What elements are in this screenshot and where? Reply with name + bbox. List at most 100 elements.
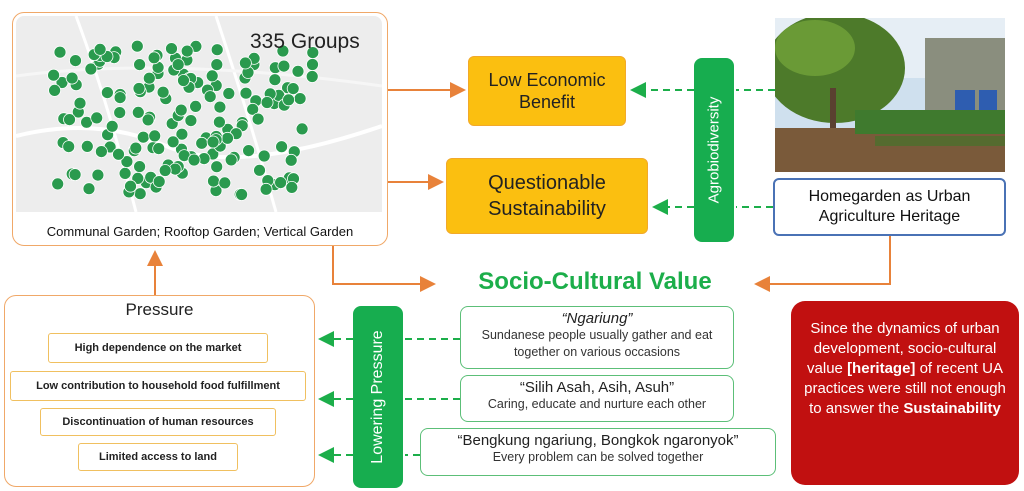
map-marker-icon — [210, 43, 224, 57]
map-marker-icon — [53, 45, 67, 59]
value-description: Caring, educate and nurture each other — [487, 397, 707, 411]
map-marker-icon — [259, 182, 273, 196]
map-marker-icon — [165, 42, 178, 55]
map-marker-icon — [276, 44, 290, 58]
pressure-item: Discontinuation of human resources — [40, 408, 276, 436]
map-marker-icon — [68, 168, 82, 182]
map-marker-icon — [152, 142, 166, 156]
map-marker-icon — [47, 68, 60, 82]
questionable-sustainability-box: Questionable Sustainability — [446, 158, 648, 234]
homegarden-photo — [775, 18, 1005, 172]
map-marker-icon — [221, 131, 234, 145]
map-marker-icon — [133, 187, 147, 201]
map-marker-icon — [184, 114, 198, 127]
conclusion-emphasis: Sustainability — [903, 400, 1001, 417]
map-marker-icon — [177, 74, 190, 87]
value-box-bengkung: “Bengkung ngariung, Bongkok ngaronyok” E… — [420, 428, 776, 476]
socio-cultural-value-title: Socio-Cultural Value — [478, 268, 712, 295]
agrobiodiversity-pill: Agrobiodiversity — [694, 58, 734, 242]
map-marker-icon — [224, 153, 238, 167]
map-marker-icon — [112, 147, 125, 161]
value-box-silih-asah: “Silih Asah, Asih, Asuh” Caring, educate… — [460, 375, 734, 422]
map-marker-icon — [203, 90, 217, 103]
map-marker-icon — [180, 44, 194, 58]
pressure-item: High dependence on the market — [48, 333, 268, 363]
map-marker-icon — [257, 149, 271, 163]
map-marker-icon — [133, 160, 146, 174]
map-marker-icon — [195, 136, 209, 150]
map-marker-icon — [113, 91, 127, 104]
map-marker-icon — [218, 176, 232, 190]
map-marker-icon — [291, 64, 305, 78]
map-marker-icon — [130, 39, 144, 53]
lowering-pressure-pill: Lowering Pressure — [353, 306, 403, 488]
map-marker-icon — [147, 51, 161, 65]
map-marker-icon — [305, 70, 319, 83]
map-marker-icon — [148, 129, 162, 143]
map-marker-icon — [51, 177, 65, 191]
map-marker-icon — [142, 71, 156, 85]
map-marker-icon — [80, 139, 94, 153]
map-marker-icon — [189, 100, 203, 113]
homegarden-heritage-box: Homegarden as Urban Agriculture Heritage — [773, 178, 1006, 236]
map-marker-icon — [171, 58, 185, 71]
group-count-label: 335 Groups — [250, 30, 360, 53]
map-marker-icon — [222, 87, 236, 100]
map-marker-icon — [91, 168, 105, 182]
map-marker-icon — [187, 153, 201, 167]
map-marker-icon — [284, 153, 298, 167]
map-marker-icon — [253, 163, 266, 177]
map-marker-icon — [136, 130, 150, 144]
map-marker-icon — [95, 145, 108, 159]
map-marker-icon — [118, 166, 132, 180]
map-marker-icon — [174, 103, 188, 117]
conclusion-text-1: Since the dynamics of urban development,… — [807, 320, 1000, 377]
map-marker-icon — [282, 93, 296, 107]
map-marker-icon — [120, 155, 134, 169]
map-marker-icon — [62, 140, 76, 154]
map-marker-icon — [175, 127, 189, 141]
map-marker-icon — [210, 58, 224, 71]
map-marker-icon — [84, 62, 98, 76]
questionable-sustainability-label: Questionable Sustainability — [488, 172, 606, 220]
conclusion-text-2: of recent UA practices were still not en… — [804, 360, 1006, 417]
value-box-ngariung: “Ngariung” Sundanese people usually gath… — [460, 306, 734, 369]
map-marker-icon — [286, 82, 300, 95]
map-marker-icon — [101, 86, 114, 99]
group-location-map — [16, 16, 382, 212]
map-marker-icon — [156, 85, 170, 99]
map-marker-icon — [212, 115, 226, 129]
garden-types-caption: Communal Garden; Rooftop Garden; Vertica… — [46, 224, 354, 239]
value-description: Every problem can be solved together — [492, 450, 704, 464]
map-marker-icon — [73, 96, 87, 110]
map-marker-icon — [113, 106, 127, 119]
map-marker-icon — [260, 96, 274, 109]
map-marker-icon — [295, 122, 309, 136]
homegarden-heritage-label: Homegarden as Urban Agriculture Heritage — [808, 188, 971, 225]
value-title: “Bengkung ngariung, Bongkok ngaronyok” — [457, 432, 739, 449]
map-marker-icon — [63, 113, 76, 126]
value-title: “Silih Asah, Asih, Asuh” — [519, 379, 675, 396]
map-marker-icon — [48, 84, 61, 97]
map-marker-icon — [90, 111, 104, 125]
map-markers — [16, 16, 382, 212]
map-marker-icon — [152, 175, 166, 189]
map-marker-icon — [132, 82, 146, 95]
agrobiodiversity-label: Agrobiodiversity — [705, 96, 723, 204]
value-description: Sundanese people usually gather and eat … — [481, 328, 713, 359]
map-marker-icon — [277, 59, 291, 73]
map-marker-icon — [65, 71, 79, 85]
map-marker-icon — [246, 102, 260, 116]
map-marker-icon — [69, 54, 82, 67]
map-marker-icon — [206, 135, 220, 149]
map-marker-icon — [242, 144, 256, 158]
pressure-title: Pressure — [125, 300, 194, 319]
map-marker-icon — [239, 86, 253, 100]
map-marker-icon — [268, 73, 282, 87]
map-marker-icon — [158, 164, 172, 177]
map-marker-icon — [210, 160, 224, 174]
map-marker-icon — [274, 176, 288, 190]
map-marker-icon — [251, 112, 265, 126]
low-economic-benefit-label: Low Economic Benefit — [488, 70, 606, 112]
map-marker-icon — [105, 119, 119, 133]
